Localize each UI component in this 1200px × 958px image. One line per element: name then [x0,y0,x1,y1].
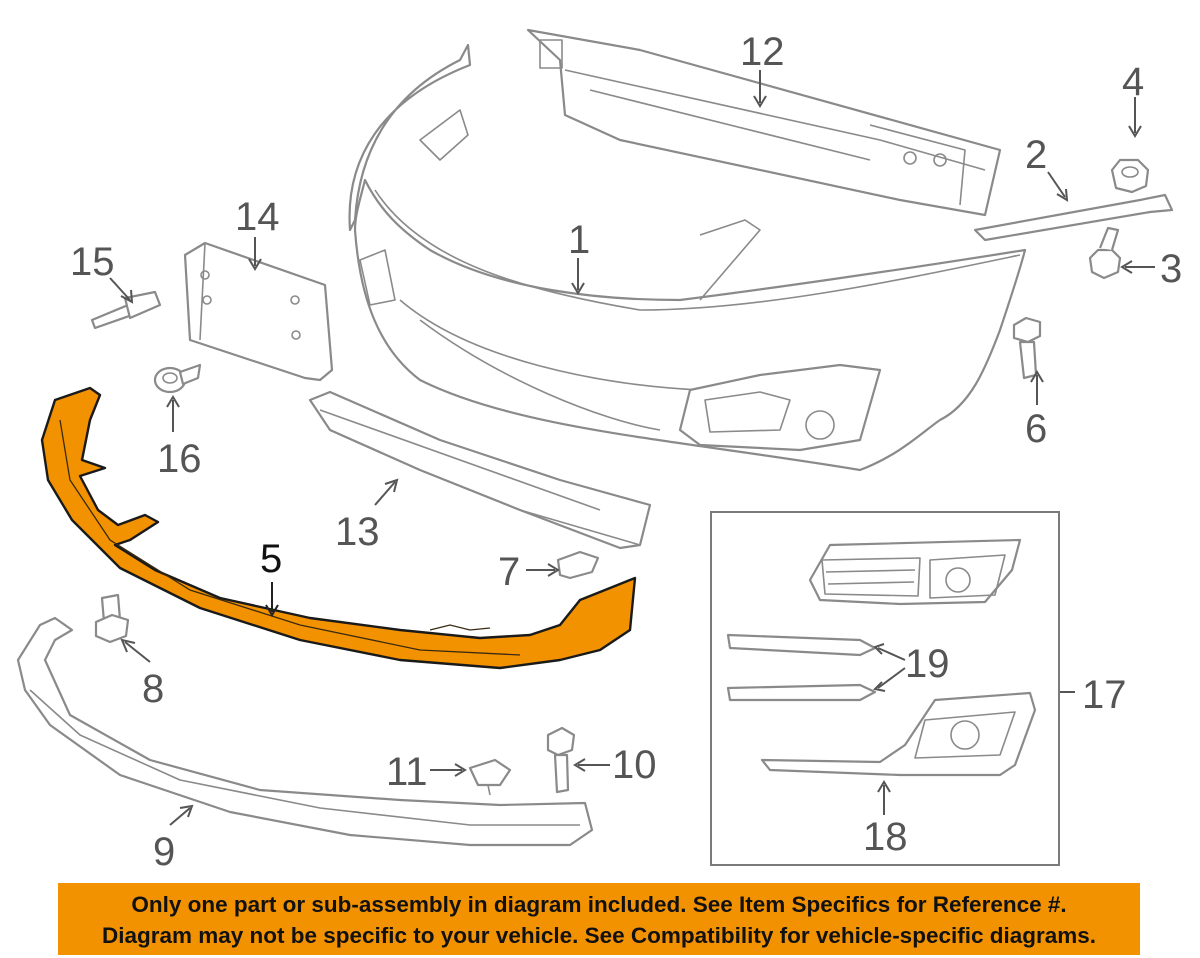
part-17-grille [808,538,1022,606]
callout-9: 9 [153,830,175,874]
parts-diagram: 12 4 2 3 1 14 15 16 6 13 7 5 8 11 10 9 1… [16,28,1182,874]
part-8-bolt [94,593,130,644]
callout-labels: 12 4 2 3 1 14 15 16 6 13 7 5 8 11 10 9 1… [70,30,1182,874]
part-4-nut [1110,158,1150,194]
part-15-push-pin [90,290,162,330]
callout-5: 5 [260,537,282,581]
callout-11: 11 [386,750,428,794]
callout-15: 15 [70,240,115,284]
callout-6: 6 [1025,407,1047,451]
leader-lines [109,70,1155,826]
part-13-absorber [308,390,652,550]
disclaimer-line-2: Diagram may not be specific to your vehi… [101,923,1097,948]
part-1-bumper-cover [348,43,1027,472]
leader-19 [877,647,906,689]
callout-14: 14 [235,195,280,239]
part-10-bolt [546,726,576,794]
part-11-clip [468,758,512,796]
part-19-trim-strips [726,633,877,702]
callout-13: 13 [335,510,380,554]
part-5-lower-deflector [40,386,637,670]
part-18-fog-bezel [760,691,1037,777]
callout-7: 7 [498,550,520,594]
disclaimer-line-1: Only one part or sub-assembly in diagram… [131,892,1067,917]
callout-8: 8 [142,667,164,711]
leader-15 [109,277,131,301]
part-9-lower-valance [16,616,594,847]
callout-4: 4 [1122,60,1144,104]
callout-1: 1 [568,218,590,262]
callout-18: 18 [863,815,908,859]
callout-3: 3 [1160,247,1182,291]
part-14-license-bracket [183,241,334,382]
part-3-bolt [1088,226,1122,280]
callout-12: 12 [740,30,785,74]
leader-2 [1047,171,1066,198]
callout-2: 2 [1025,133,1047,177]
disclaimer-banner: Only one part or sub-assembly in diagram… [58,883,1140,955]
part-7-clip [556,550,600,580]
part-17-inset-box [710,511,1060,866]
callout-19: 19 [905,642,950,686]
callout-16: 16 [157,437,202,481]
callout-17: 17 [1082,673,1127,717]
leader-9 [169,807,191,826]
leader-8 [124,641,151,663]
leader-13 [374,481,396,506]
part-2-bracket [973,193,1174,242]
part-16-retainer [153,363,202,394]
part-6-bolt [1012,316,1042,380]
callout-10: 10 [612,743,657,787]
